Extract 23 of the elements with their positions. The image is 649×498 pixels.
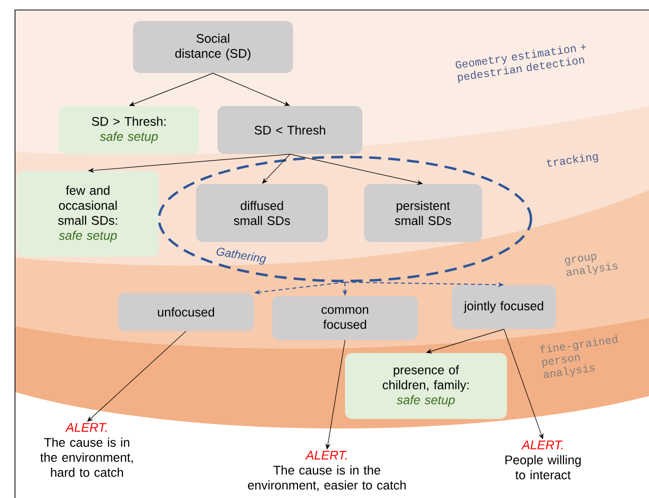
layer-label: group analysis xyxy=(564,254,618,276)
alert-text: ALERT. People willing to interact xyxy=(505,440,581,480)
outcome-box: SD > Thresh: safe setup xyxy=(59,106,199,154)
process-box: SD < Thresh xyxy=(218,106,362,154)
alert-text: ALERT. The cause is in the environment, easier to catch xyxy=(248,450,406,492)
process-box: jointly focused xyxy=(452,285,556,329)
layer-label: tracking xyxy=(546,154,598,167)
process-box: diffused small SDs xyxy=(196,184,328,242)
outcome-box: presence of children, family: safe setup xyxy=(345,353,507,419)
arrow xyxy=(129,72,214,106)
arrow xyxy=(290,154,423,185)
outcome-box: few and occasional small SDs: safe setup xyxy=(17,171,159,257)
arrow xyxy=(426,328,504,354)
process-box: common focused xyxy=(272,296,418,340)
alert-text: ALERT. The cause is in the environment, hard to catch xyxy=(40,423,133,477)
process-box: unfocused xyxy=(118,293,254,331)
arrow xyxy=(88,154,290,173)
process-box: Social distance (SD) xyxy=(133,21,293,73)
arrow xyxy=(262,154,290,184)
arrow xyxy=(87,330,186,422)
process-box: persistent small SDs xyxy=(364,184,482,242)
layer-label: Geometry estimation + pedestrian detection xyxy=(456,44,586,84)
arrow xyxy=(212,72,290,106)
